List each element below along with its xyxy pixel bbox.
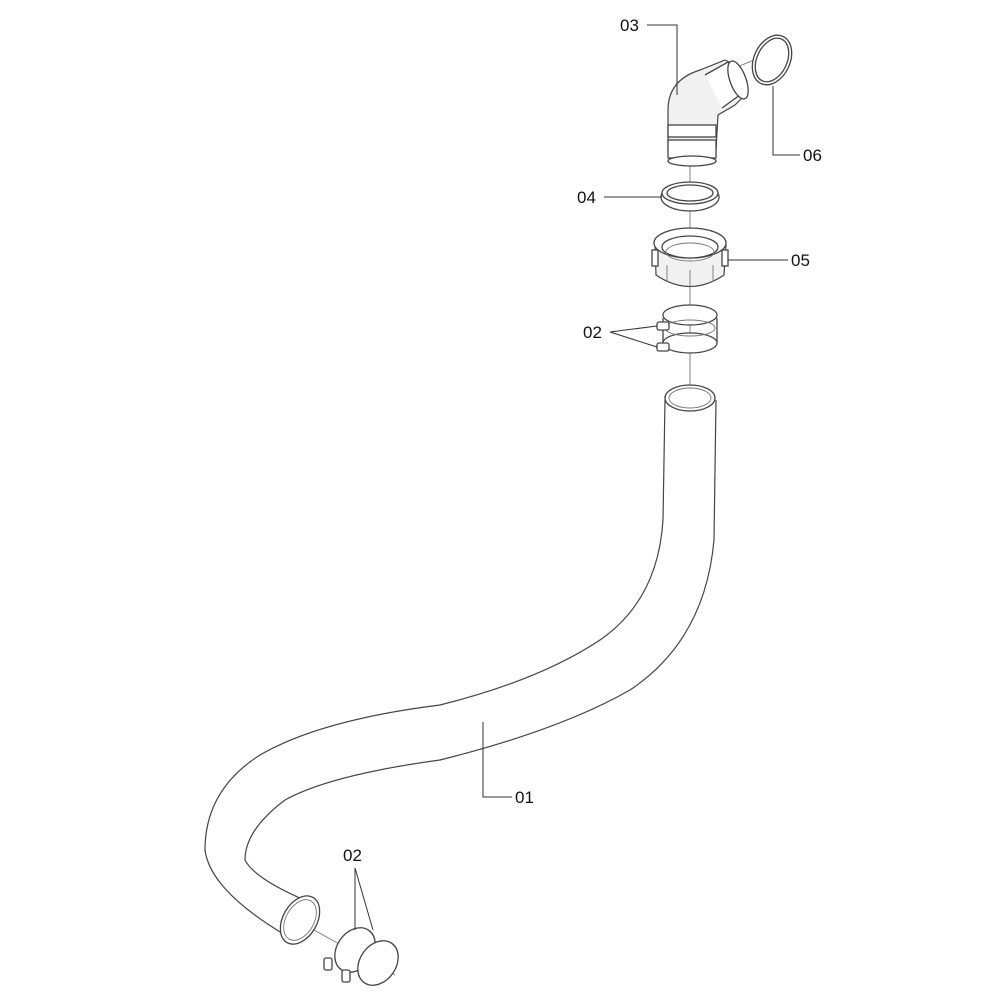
leader-03	[647, 24, 678, 95]
o-ring	[751, 34, 793, 86]
leader-02-top	[609, 325, 658, 348]
leader-02-bottom	[354, 867, 374, 931]
callout-02-top: 02	[583, 323, 602, 342]
callout-03: 03	[620, 16, 639, 35]
hose	[204, 384, 717, 945]
hose-clamp-bottom	[323, 927, 399, 986]
leader-01	[482, 722, 512, 798]
callout-02-bottom: 02	[343, 846, 362, 865]
elbow-fitting	[667, 59, 749, 167]
hose-clamp-top	[656, 304, 718, 354]
callout-06: 06	[803, 146, 822, 165]
callout-05: 05	[791, 251, 810, 270]
callout-04: 04	[577, 188, 596, 207]
union-nut	[651, 227, 729, 288]
seal-ring	[660, 181, 720, 212]
callout-01: 01	[515, 788, 534, 807]
leader-06	[772, 86, 800, 156]
